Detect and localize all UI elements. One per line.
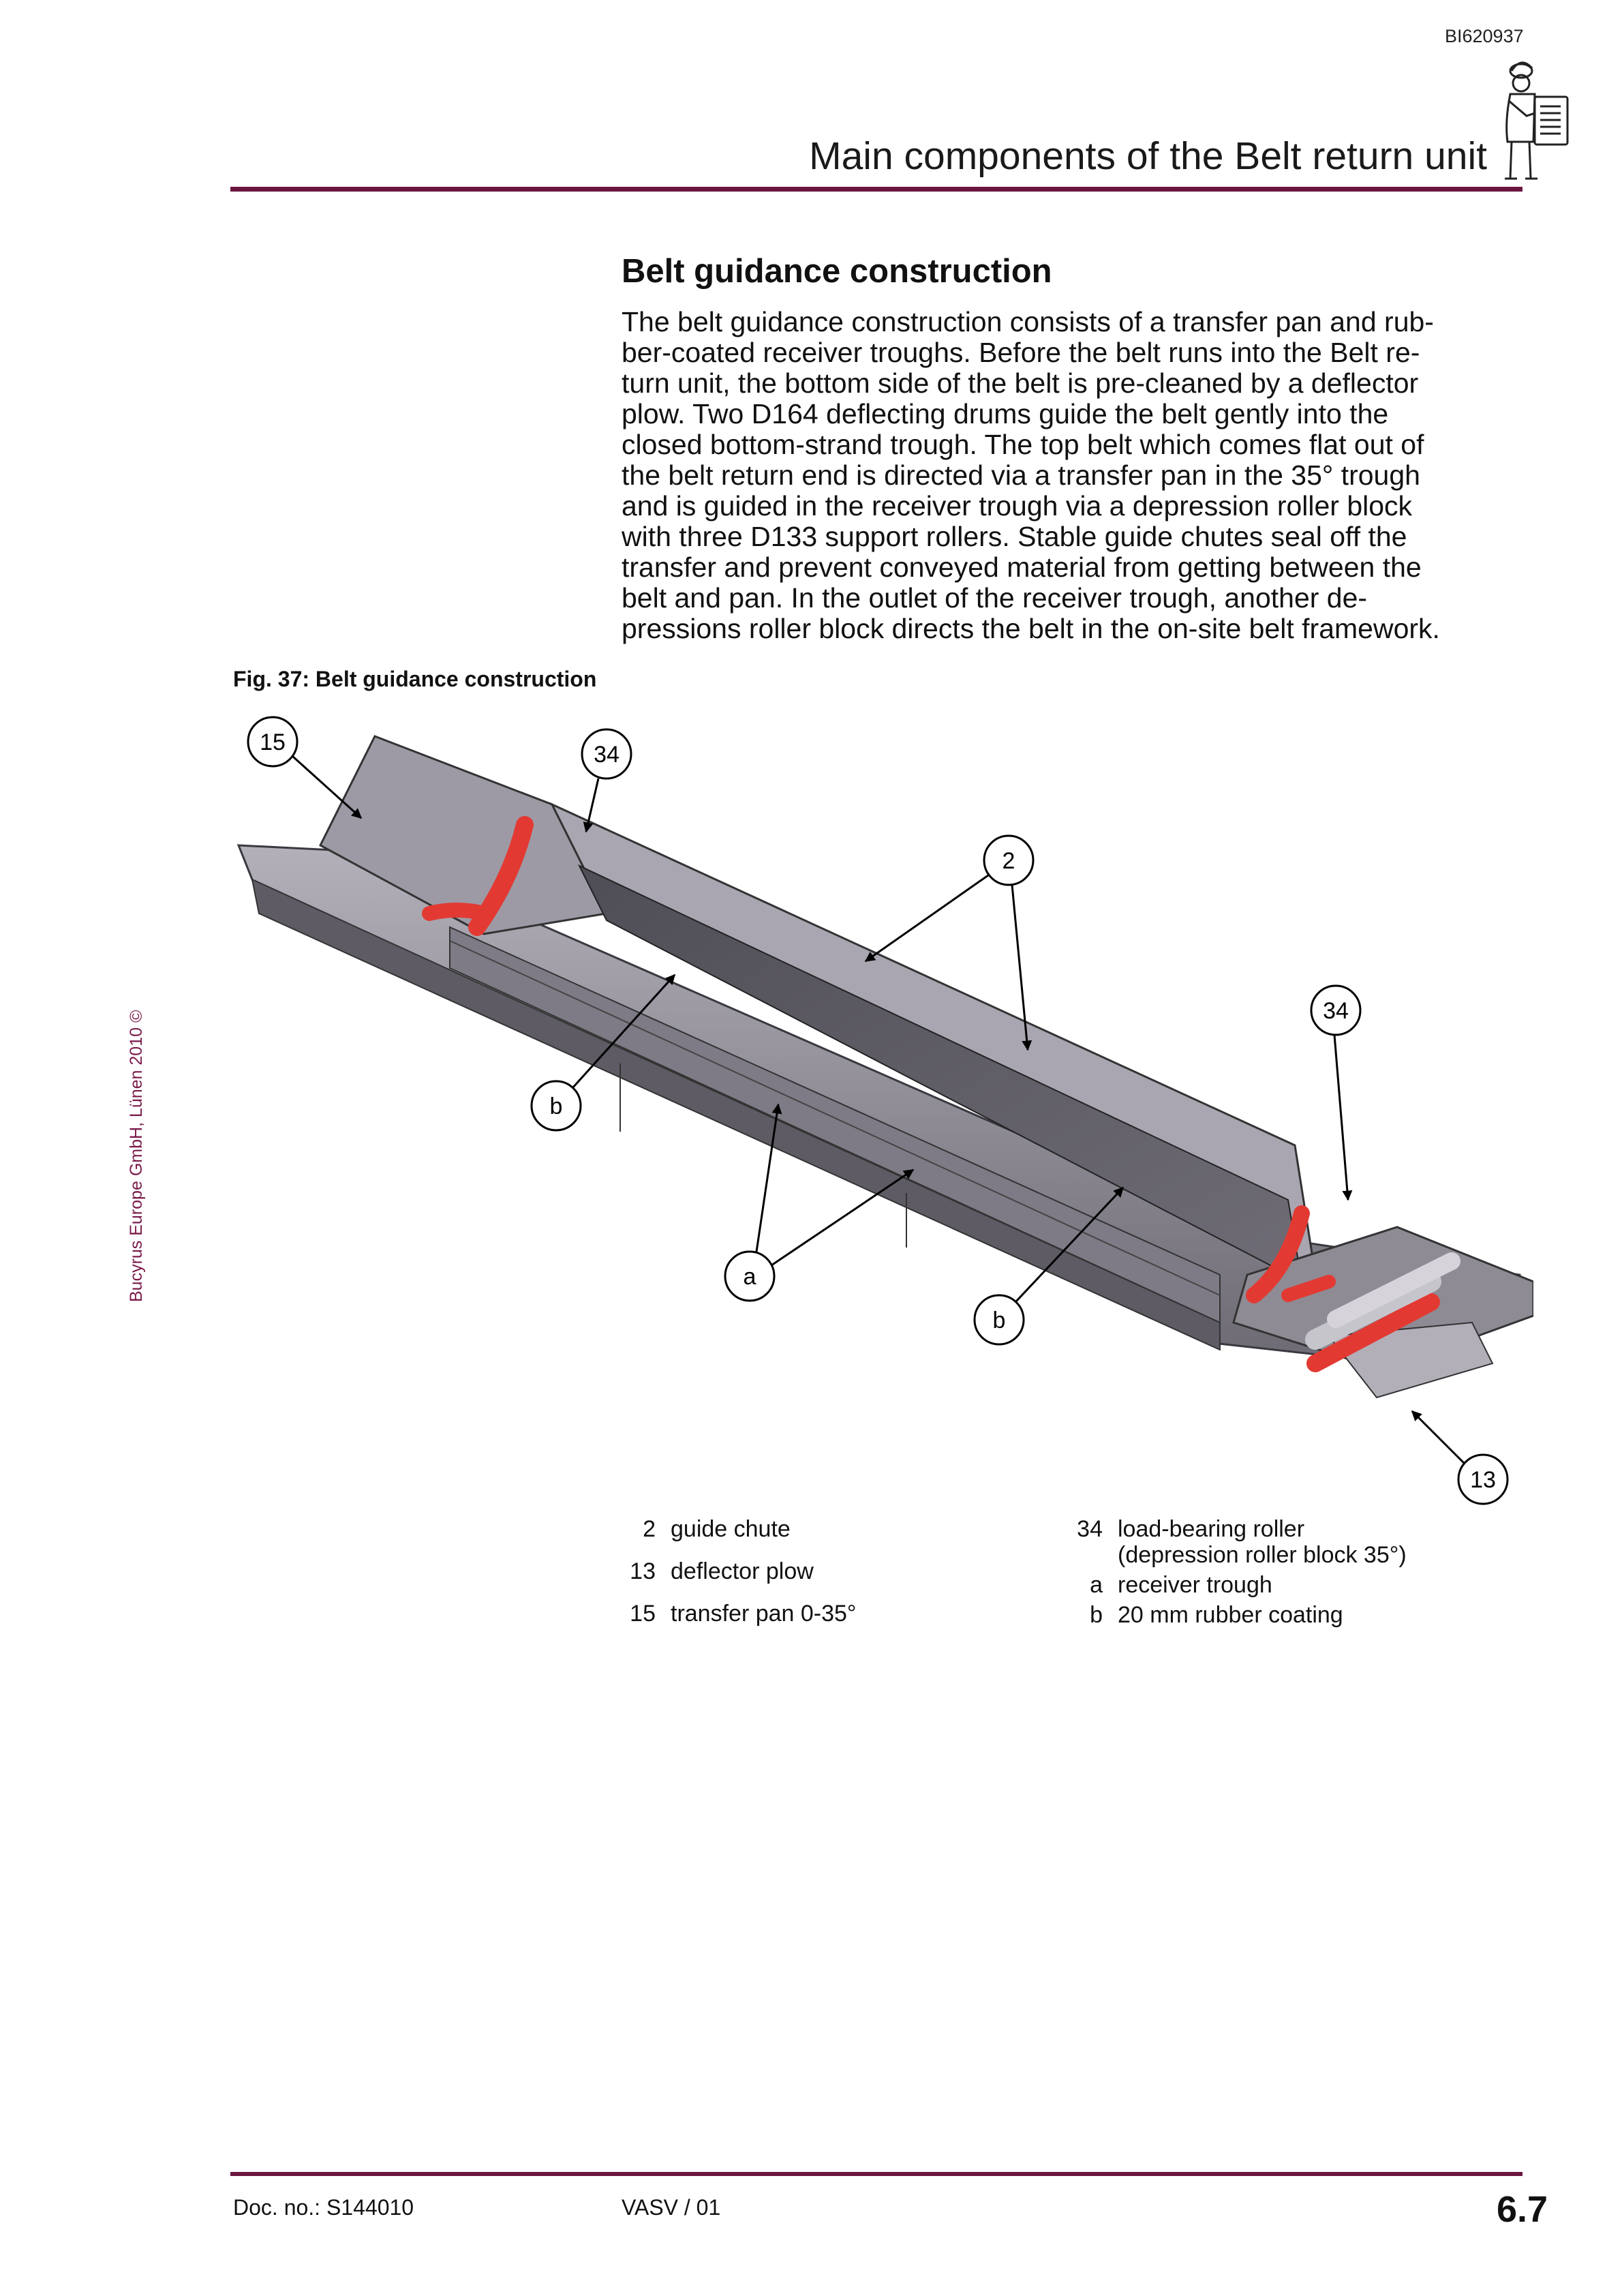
footer-rule (230, 2172, 1522, 2176)
callout-label: a (744, 1264, 756, 1290)
body-line: plow. Two D164 deflecting drums guide th… (622, 398, 1389, 429)
legend-num: b (1090, 1602, 1103, 1628)
body-line: closed bottom-strand trough. The top bel… (622, 429, 1424, 460)
legend-item: 15 transfer pan 0-35° (622, 1599, 857, 1628)
body-line: transfer and prevent conveyed material f… (622, 552, 1422, 583)
body-line: belt and pan. In the outlet of the recei… (622, 582, 1368, 614)
header-rule (230, 187, 1522, 192)
legend-num: 15 (630, 1601, 656, 1627)
callout-34-outlet: 34 (1310, 984, 1362, 1201)
belt-guidance-illustration: 15 34 2 34 b a (236, 716, 1533, 1505)
technician-reading-icon (1505, 61, 1569, 180)
callout-b-right: b (973, 1186, 1124, 1346)
legend-item: a receiver trough (1069, 1571, 1407, 1599)
legend-text: transfer pan 0-35° (671, 1601, 857, 1627)
body-line: ber-coated receiver troughs. Before the … (622, 337, 1420, 368)
deflecting-drums (1305, 1252, 1460, 1350)
depression-roller-block-outlet (1246, 1205, 1440, 1372)
section-body: The belt guidance construction consists … (622, 307, 1508, 644)
legend-item: b 20 mm rubber coating (1069, 1601, 1407, 1629)
callout-label: 13 (1470, 1467, 1496, 1493)
callout-34-entry: 34 (581, 728, 632, 833)
callout-label: 34 (1323, 998, 1349, 1024)
side-copyright: Bucyrus Europe GmbH, Lünen 2010 © (127, 1010, 146, 1302)
legend-text: guide chute (671, 1516, 791, 1542)
legend-subtext: (depression roller block 35°) (1118, 1542, 1407, 1568)
callout-2: 2 (864, 834, 1035, 1051)
legend-item: 2 guide chute (622, 1515, 857, 1543)
legend-num: a (1090, 1572, 1103, 1598)
callout-label: b (993, 1308, 1006, 1333)
section-title: Belt guidance construction (622, 253, 1052, 290)
legend-item: 13 deflector plow (622, 1557, 857, 1586)
body-line: pressions roller block directs the belt … (622, 613, 1440, 644)
body-line: and is guided in the receiver trough via… (622, 490, 1413, 522)
document-number: Doc. no.: S144010 (233, 2195, 414, 2220)
frame-structure (236, 735, 1521, 1365)
body-line: the belt return end is directed via a tr… (622, 459, 1420, 491)
callout-label: b (550, 1093, 563, 1119)
document-version: VASV / 01 (622, 2195, 721, 2220)
legend-num: 13 (630, 1558, 656, 1584)
legend-text: receiver trough (1118, 1572, 1272, 1598)
document-id: BI620937 (1445, 26, 1524, 46)
body-line: with three D133 support rollers. Stable … (622, 521, 1407, 552)
legend-text: 20 mm rubber coating (1118, 1602, 1343, 1628)
legend-left: 2 guide chute 13 deflector plow 15 transfer… (622, 1515, 857, 1628)
legend-right: 34 load-bearing roller (depression roller… (1069, 1515, 1407, 1629)
legend-text: load-bearing roller (1118, 1516, 1305, 1542)
depression-roller-block-entry (422, 816, 534, 936)
callout-label: 34 (594, 742, 619, 768)
callout-15: 15 (247, 716, 363, 819)
chapter-title: Main components of the Belt return unit (809, 134, 1487, 178)
legend-num: 2 (643, 1516, 656, 1542)
legend-text: deflector plow (671, 1558, 814, 1584)
callout-a: a (724, 1103, 915, 1302)
callout-label: 15 (260, 729, 286, 755)
page-number: 6.7 (1497, 2189, 1548, 2230)
body-line: turn unit, the bottom side of the belt i… (622, 367, 1419, 399)
body-line: The belt guidance construction consists … (622, 306, 1434, 337)
callout-label: 2 (1003, 848, 1015, 874)
figure-caption: Fig. 37: Belt guidance construction (233, 667, 597, 691)
callout-13: 13 (1411, 1410, 1509, 1505)
callout-b-left: b (530, 973, 676, 1132)
legend-item: 34 load-bearing roller (depression roller… (1069, 1515, 1407, 1569)
legend-num: 34 (1077, 1516, 1103, 1542)
